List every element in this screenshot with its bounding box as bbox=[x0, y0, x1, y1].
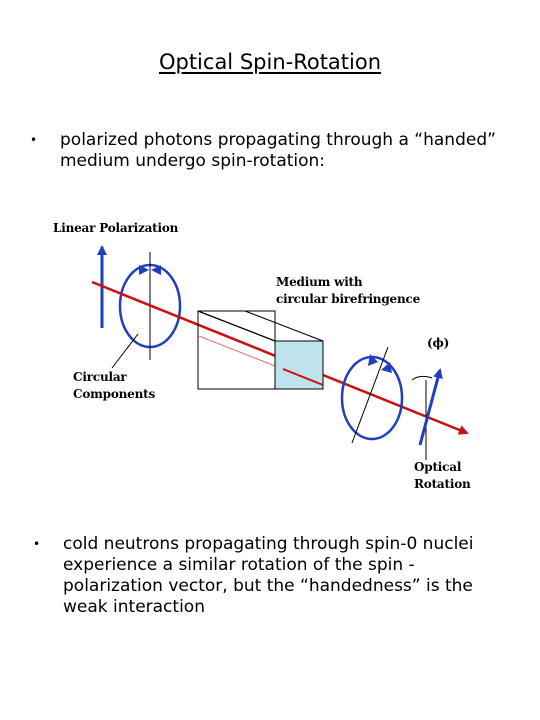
bullet-marker: • bbox=[33, 537, 41, 551]
bullet-text-neutrons: cold neutrons propagating through spin-0… bbox=[63, 534, 474, 617]
circular-components-leader bbox=[111, 333, 139, 369]
slide-title: Optical Spin-Rotation bbox=[158, 50, 382, 74]
label-linear-polarization: Linear Polarization bbox=[53, 221, 179, 235]
bullet-text-photons: polarized photons propagating through a … bbox=[60, 130, 496, 171]
bullet-marker: • bbox=[30, 133, 38, 147]
label-medium: Medium with circular birefringence bbox=[276, 275, 421, 306]
circular-components-left bbox=[118, 252, 182, 360]
medium-front bbox=[197, 310, 324, 390]
label-optical-rotation: Optical Rotation bbox=[414, 460, 471, 491]
circular-components-right bbox=[340, 346, 404, 444]
label-circular-components: Circular Components bbox=[73, 370, 156, 401]
label-phi: (ϕ) bbox=[427, 336, 450, 350]
optical-rotation bbox=[411, 368, 443, 460]
